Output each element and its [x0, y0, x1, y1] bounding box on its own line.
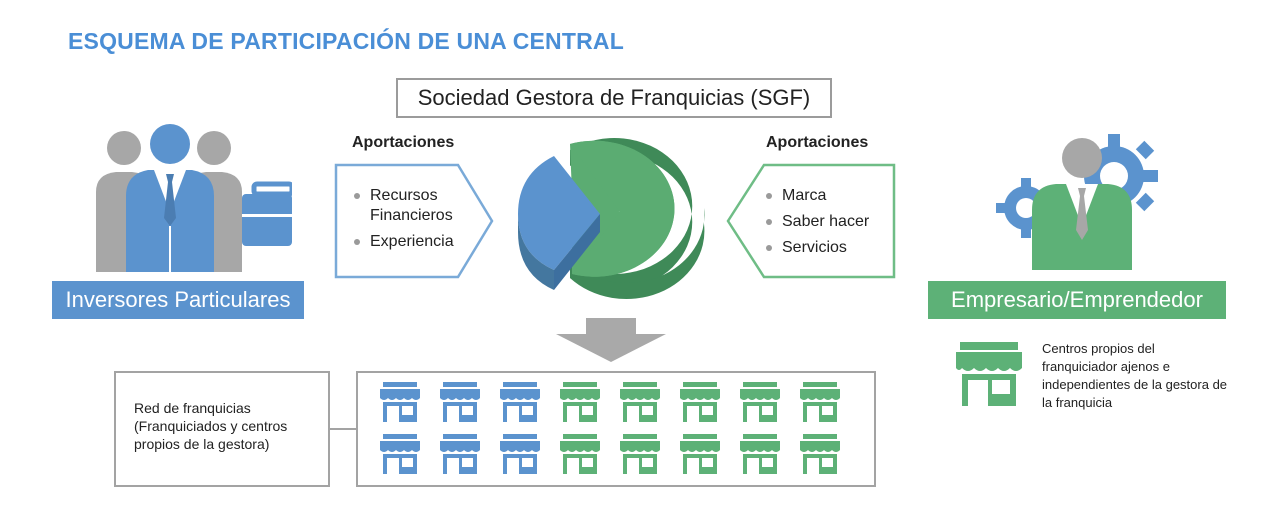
storefront-icon [500, 382, 540, 422]
investors-icon [92, 122, 292, 278]
right-contrib-list: Marca Saber hacer Servicios [764, 186, 894, 264]
investors-label-text: Inversores Particulares [65, 287, 291, 312]
entrepreneur-icon [996, 130, 1166, 270]
sgf-label: Sociedad Gestora de Franquicias (SGF) [417, 85, 811, 110]
storefront-icon [800, 382, 840, 422]
storefront-icon [560, 434, 600, 474]
store-grid [380, 382, 850, 478]
investors-label: Inversores Particulares [52, 281, 304, 319]
right-contrib-item: Servicios [764, 238, 894, 258]
network-text: Red de franquicias (Franquiciados y cent… [134, 400, 288, 452]
store-grid-svg [380, 382, 840, 474]
storefront-icon [620, 434, 660, 474]
right-contrib-heading: Aportaciones [766, 134, 869, 151]
storefront-icon [740, 382, 780, 422]
left-contrib-heading: Aportaciones [352, 134, 455, 151]
left-contrib-list: Recursos Financieros Experiencia [352, 186, 472, 258]
storefront-icon [440, 382, 480, 422]
storefront-icon [680, 434, 720, 474]
pie-chart-icon [514, 134, 714, 304]
down-arrow-icon [556, 318, 666, 362]
right-contrib-item: Saber hacer [764, 212, 894, 232]
left-contrib-arrow-box [334, 163, 494, 279]
storefront-icon [800, 434, 840, 474]
storefront-icon [380, 382, 420, 422]
storefront-icon [500, 434, 540, 474]
network-text-box [114, 371, 330, 487]
page-title: ESQUEMA DE PARTICIPACIÓN DE UNA CENTRAL [68, 28, 624, 54]
entrepreneur-label-text: Empresario/Emprendedor [951, 287, 1203, 312]
storefront-icon [380, 434, 420, 474]
own-centers-text: Centros propios del franquiciador ajenos… [1042, 341, 1228, 410]
storefront-icon [620, 382, 660, 422]
connector-line [330, 428, 356, 430]
left-contrib-item: Experiencia [352, 232, 472, 252]
storefront-icon [440, 434, 480, 474]
store-grid-box [356, 371, 876, 487]
own-centers-store-icon [956, 340, 1022, 408]
storefront-icon [680, 382, 720, 422]
storefront-icon [740, 434, 780, 474]
sgf-box: Sociedad Gestora de Franquicias (SGF) [396, 78, 832, 118]
storefront-icon [560, 382, 600, 422]
left-contrib-item: Recursos Financieros [352, 186, 472, 226]
entrepreneur-label: Empresario/Emprendedor [928, 281, 1226, 319]
right-contrib-item: Marca [764, 186, 894, 206]
